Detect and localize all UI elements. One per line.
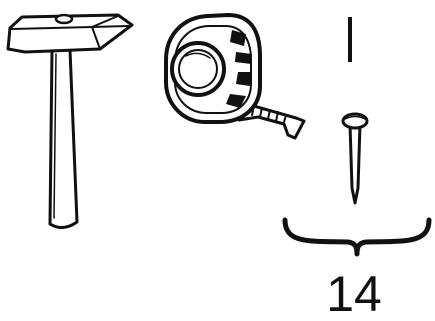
quantity-brace xyxy=(285,220,429,254)
nail-quantity-label: 14 xyxy=(326,266,382,321)
hammer-icon xyxy=(8,15,132,228)
nail-shank xyxy=(350,124,360,203)
hammer-head-hole xyxy=(56,15,72,23)
tape-measure-icon xyxy=(166,15,304,138)
nail-icon xyxy=(343,114,367,203)
